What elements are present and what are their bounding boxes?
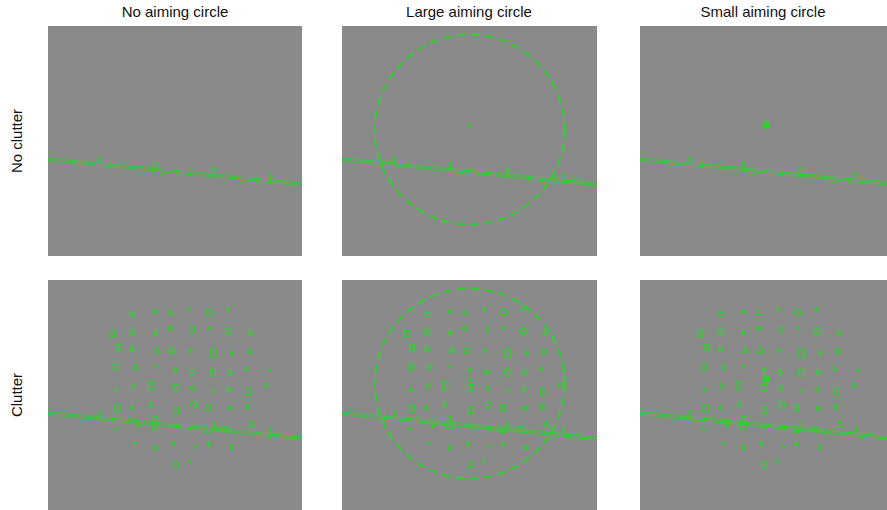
column-header: No aiming circle [122, 3, 229, 21]
large-aiming-circle [375, 289, 565, 479]
horizon-line [48, 411, 302, 440]
display-background [342, 26, 597, 256]
horizon-line [640, 411, 887, 439]
clutter-symbols [110, 307, 271, 468]
row-label: No clutter [8, 109, 26, 173]
display-background [48, 280, 302, 510]
stimulus-panel [48, 26, 302, 256]
horizon-line [640, 157, 887, 185]
horizon-line [48, 157, 302, 186]
row-label: Clutter [8, 373, 26, 417]
large-aiming-circle [375, 35, 565, 225]
display-background [342, 280, 597, 510]
display-background [640, 280, 887, 510]
stimulus-panel [342, 280, 597, 510]
column-header: Small aiming circle [700, 3, 825, 21]
small-aiming-circle [762, 375, 769, 382]
stimulus-panel [640, 280, 887, 510]
display-background [48, 26, 302, 256]
display-background [640, 26, 887, 256]
column-header: Large aiming circle [406, 3, 532, 21]
clutter-symbols [698, 307, 859, 468]
stimulus-panel [640, 26, 887, 256]
clutter-symbols [404, 307, 565, 468]
small-aiming-circle [762, 121, 769, 128]
stimulus-panel [342, 26, 597, 256]
stimulus-panel [48, 280, 302, 510]
